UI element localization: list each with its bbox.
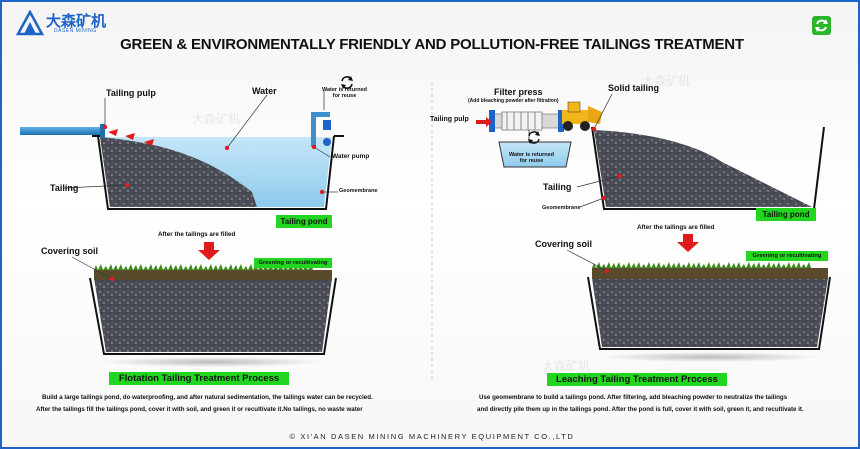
- water-pump-icon: [311, 112, 331, 147]
- label-covering-soil-right: Covering soil: [535, 239, 593, 249]
- label-after-filled-right: After the tailings are filled: [637, 224, 715, 231]
- page-title: GREEN & ENVIRONMENTALLY FRIENDLY AND POL…: [120, 36, 744, 53]
- left-top-pond: [92, 135, 344, 210]
- recycle-icon: [341, 76, 353, 89]
- label-tailing: Tailing: [50, 183, 79, 193]
- tailing-pond-tag-right: Tailing pond: [756, 208, 816, 221]
- label-water: Water: [252, 86, 277, 96]
- left-bottom-pond: [89, 264, 337, 367]
- label-geomembrane: Geomembrane: [339, 188, 378, 194]
- watermark: 大森矿机: [192, 112, 241, 126]
- label-water-pump: Water pump: [332, 153, 370, 160]
- leaching-process-title: Leaching Tailing Treatment Process: [547, 373, 727, 386]
- label-water-returned: Water is returned for reuse: [322, 87, 368, 99]
- label-after-filled: After the tailings are filled: [158, 231, 236, 238]
- left-description-line-2: After the tailings fill the tailings pon…: [36, 406, 363, 413]
- footer-copyright: © XI'AN DASEN MINING MACHINERY EQUIPMENT…: [289, 432, 575, 441]
- label-geomembrane-right: Geomembrane: [542, 205, 581, 211]
- flotation-process-title: Flotation Tailing Treatment Process: [109, 372, 289, 385]
- label-tailing-pulp: Tailing pulp: [106, 88, 156, 98]
- right-down-arrow-icon: [677, 234, 699, 252]
- recycle-icon-right: [528, 131, 540, 144]
- right-top-pond: [591, 126, 825, 210]
- logo: 大森矿机 DASEN MINING: [16, 10, 136, 36]
- greening-tag: Greening or recultivating: [254, 258, 332, 268]
- flow-arrows: [108, 129, 154, 146]
- label-tailing-pulp-right: Tailing pulp: [430, 116, 469, 123]
- refresh-icon[interactable]: [812, 16, 831, 35]
- logo-en: DASEN MINING: [54, 28, 97, 34]
- right-bottom-pond: [587, 262, 831, 362]
- loader-icon: [562, 101, 602, 131]
- label-tailing-right: Tailing: [543, 182, 572, 192]
- filter-press-icon: [489, 110, 564, 132]
- label-filter-press: Filter press: [494, 87, 543, 97]
- watermark: 大森矿机: [542, 359, 591, 373]
- right-description-line-2: and directly pile them up in the tailing…: [477, 406, 804, 413]
- label-dots: [102, 124, 325, 195]
- label-water-returned-right: Water is returned for reuse: [509, 152, 555, 164]
- greening-tag-right: Greening or recultivating: [746, 251, 828, 261]
- label-covering-soil: Covering soil: [41, 246, 99, 256]
- label-filter-press-note: (Add bleaching powder after filtration): [468, 98, 559, 104]
- left-inlet-pipe: [20, 127, 102, 135]
- water-tank: [498, 141, 572, 168]
- logo-cn: 大森矿机: [46, 12, 107, 30]
- leaders-left-top: [63, 90, 338, 193]
- label-solid-tailing: Solid tailing: [608, 83, 659, 93]
- tailing-pond-tag: Tailing pond: [276, 215, 332, 228]
- logo-mark-icon: [16, 10, 44, 36]
- right-description-line-1: Use geomembrane to build a tailings pond…: [479, 394, 788, 401]
- left-description-line-1: Build a large tailings pond, do waterpro…: [42, 394, 373, 401]
- left-down-arrow-icon: [198, 242, 220, 260]
- watermark: 大森矿机: [642, 74, 691, 88]
- leaders-right-top: [576, 93, 621, 208]
